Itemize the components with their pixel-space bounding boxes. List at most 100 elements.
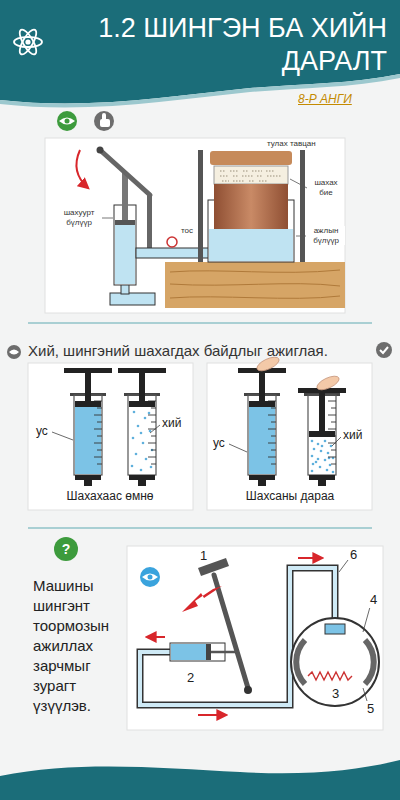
- brake-system: [182, 586, 222, 612]
- syringe: [311, 455, 314, 458]
- syringe-panel: [207, 363, 372, 510]
- part-label: тулах тавцан: [266, 139, 317, 149]
- view-icon: [9, 350, 19, 355]
- syringe: [313, 448, 316, 451]
- syringe: [319, 393, 325, 431]
- question-text: Машины шингэнт тоормозын ажиллах зарчмыг…: [33, 576, 127, 716]
- page-title: 1.2 ШИНГЭН БА ХИЙН ДАРАЛТ: [73, 12, 387, 78]
- syringe: [144, 417, 147, 420]
- syringe: [259, 373, 265, 401]
- syringe: [148, 412, 151, 415]
- flow-arrow: [198, 714, 226, 716]
- hand-icon: [94, 111, 114, 131]
- syringe: [137, 425, 140, 428]
- atom-icon: [14, 27, 42, 56]
- hydraulic-press: [220, 171, 281, 181]
- hydraulic-press: [165, 262, 345, 308]
- press-card: [45, 138, 345, 313]
- hydraulic-press: [214, 166, 288, 184]
- syringe: [311, 440, 314, 443]
- material-label: ус: [213, 436, 225, 450]
- syringe: [326, 469, 329, 472]
- syringe: [129, 401, 155, 407]
- leader-line: [363, 607, 370, 632]
- syringe: [309, 431, 335, 437]
- leader-line: [339, 560, 370, 701]
- syringe: [85, 373, 91, 401]
- eye-icon: [57, 111, 77, 131]
- syringe: [311, 440, 335, 474]
- brake-system: [365, 640, 374, 684]
- hydraulic-press: [110, 293, 155, 305]
- leader-line: [101, 218, 113, 219]
- divider: [28, 322, 372, 324]
- syringe-panel: [28, 363, 193, 510]
- syringe: [132, 437, 135, 440]
- syringe: [324, 459, 327, 462]
- finger: [255, 354, 341, 392]
- brake-card: [127, 546, 383, 730]
- callout-number: 4: [369, 592, 378, 608]
- header-band: [0, 74, 400, 107]
- hand-icon: [100, 119, 110, 127]
- syringe: [118, 368, 166, 373]
- syringe: [75, 401, 101, 407]
- hydraulic-press: [122, 172, 128, 220]
- hydraulic-press: [170, 270, 340, 298]
- syringe: [124, 393, 160, 486]
- syringe: [64, 368, 346, 486]
- brake-system: [308, 672, 352, 680]
- syringe: [317, 458, 320, 461]
- syringe: [317, 443, 320, 446]
- syringe: [304, 393, 340, 486]
- leader-line: [101, 179, 307, 236]
- part-label: шахуурт бүлүүр: [56, 208, 102, 227]
- eye-icon: [65, 119, 70, 124]
- brake-card: [127, 546, 383, 730]
- syringe: [131, 411, 154, 472]
- hydraulic-press: [198, 150, 203, 262]
- callout-number: 1: [199, 548, 208, 564]
- hydraulic-press: [115, 225, 135, 284]
- leader-line: [150, 425, 160, 433]
- header-band: [0, 0, 400, 107]
- atom-icon: [17, 27, 40, 56]
- syringe: [332, 471, 335, 474]
- syringe: [131, 465, 134, 468]
- hydraulic-press: [209, 229, 293, 261]
- syringe: [145, 458, 148, 461]
- header-band: [0, 0, 400, 103]
- syringe: [249, 401, 275, 407]
- syringe: [139, 373, 145, 401]
- leader-line: [290, 179, 307, 188]
- view-icon: [7, 345, 21, 359]
- brake-system: [211, 651, 237, 654]
- info-icon: [148, 575, 153, 580]
- check-icon: [376, 342, 392, 358]
- panel-caption: Шахсаны дараа: [218, 489, 362, 503]
- info-icon: [140, 567, 160, 587]
- hydraulic-press: [214, 184, 288, 229]
- syringe: [135, 453, 138, 456]
- leader-line: [52, 432, 73, 440]
- syringe: [315, 461, 318, 464]
- syringe: [327, 452, 330, 455]
- brake-system: [206, 644, 211, 660]
- brake-system: [296, 640, 305, 684]
- view-icon: [7, 345, 21, 359]
- part-label: шахах бие: [309, 178, 343, 197]
- flow-arrow: [147, 558, 322, 715]
- info-icon: [142, 574, 158, 581]
- syringe: [319, 466, 322, 469]
- syringe-panel: [28, 363, 372, 510]
- brake-system: [244, 686, 252, 694]
- hydraulic-press: [210, 151, 292, 165]
- hydraulic-press: [167, 237, 177, 247]
- task-text: Хий, шингэний шахагдах байдлыг ажиглая.: [28, 342, 328, 360]
- footer-band: [0, 760, 400, 800]
- syringe: [324, 440, 327, 443]
- question-badge: ?: [54, 537, 78, 561]
- syringe: [311, 470, 314, 473]
- callout-number: 5: [366, 701, 375, 717]
